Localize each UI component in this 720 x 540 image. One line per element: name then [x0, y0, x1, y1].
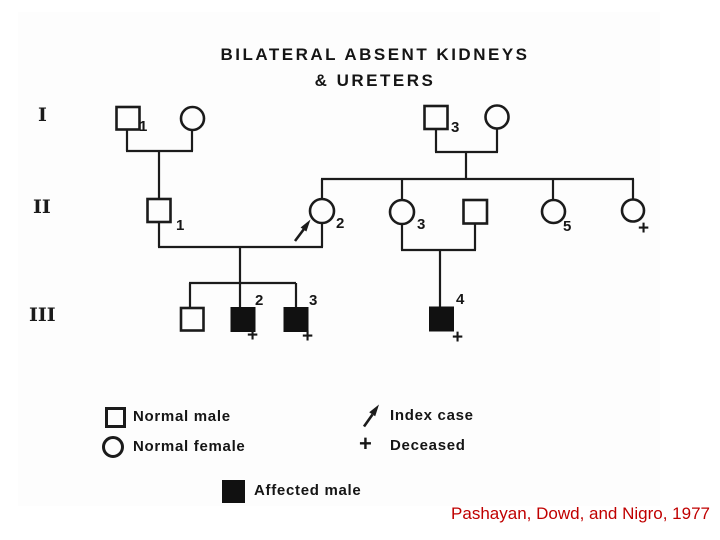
- generation-label-III: III: [29, 304, 56, 326]
- legend-deceased-icon: +: [359, 431, 372, 456]
- legend-normal-male-label: Normal male: [133, 408, 231, 425]
- marriage-line-II3-spouse: [400, 224, 477, 307]
- person-III-4-affected-male-symbol: [429, 306, 454, 332]
- attribution-citation: Pashayan, Dowd, and Nigro, 1977: [451, 504, 710, 523]
- person-I-2-normal-female-symbol: [179, 105, 206, 132]
- person-II-2-index-case-female-symbol: [308, 197, 336, 225]
- person-I-3-normal-male-symbol: [423, 104, 449, 131]
- marriage-line-I1: [125, 130, 194, 199]
- person-I-4-normal-female-symbol: [484, 104, 510, 130]
- person-III-3-label: 3: [309, 292, 318, 309]
- person-II-4-normal-male-symbol: [462, 198, 489, 225]
- legend-normal-female-label: Normal female: [133, 438, 246, 455]
- marriage-line-II1-II2: [157, 222, 324, 307]
- person-II-6-deceased-female-symbol: [620, 198, 646, 223]
- person-II-5-normal-female-symbol: [540, 198, 567, 225]
- person-III-1-normal-male-symbol: [179, 306, 205, 332]
- person-III-3-affected-male-symbol: [283, 307, 309, 332]
- person-II-1-normal-male-symbol: [146, 197, 172, 224]
- person-II-3-normal-female-symbol: [388, 198, 416, 226]
- sibship-line-III: [188, 281, 298, 308]
- legend-normal-female-icon: [102, 436, 124, 458]
- figure-title-line2: & URETERS: [314, 71, 436, 90]
- generation-label-I: I: [38, 104, 47, 126]
- legend-index-case-label: Index case: [390, 407, 474, 424]
- person-II-6-deceased-mark: +: [638, 218, 650, 239]
- person-III-3-deceased-mark: +: [302, 326, 314, 347]
- person-I-1-label: 1: [139, 118, 148, 135]
- person-II-2-label: 2: [336, 215, 345, 232]
- legend-index-case-arrow-icon: [362, 404, 379, 428]
- person-II-1-label: 1: [176, 217, 185, 234]
- sibship-line-II: [320, 177, 635, 200]
- marriage-line-I3: [434, 128, 499, 180]
- index-case-arrow-icon: [293, 219, 311, 242]
- person-II-5-label: 5: [563, 218, 572, 235]
- legend-affected-male-icon: [222, 480, 245, 503]
- person-I-1-normal-male-symbol: [115, 105, 141, 131]
- person-III-4-label: 4: [456, 291, 465, 308]
- legend-deceased-label: Deceased: [390, 437, 466, 454]
- person-III-4-deceased-mark: +: [452, 327, 464, 348]
- person-II-3-label: 3: [417, 216, 426, 233]
- figure-title-line1: BILATERAL ABSENT KIDNEYS: [220, 45, 530, 64]
- person-I-3-label: 3: [451, 119, 460, 136]
- person-III-2-label: 2: [255, 292, 264, 309]
- pedigree-lines: [125, 128, 635, 308]
- legend-normal-male-icon: [105, 407, 126, 428]
- legend-affected-male-label: Affected male: [254, 482, 362, 499]
- person-III-2-affected-male-symbol: [230, 307, 256, 332]
- generation-label-II: II: [33, 196, 51, 218]
- person-III-2-deceased-mark: +: [247, 325, 259, 346]
